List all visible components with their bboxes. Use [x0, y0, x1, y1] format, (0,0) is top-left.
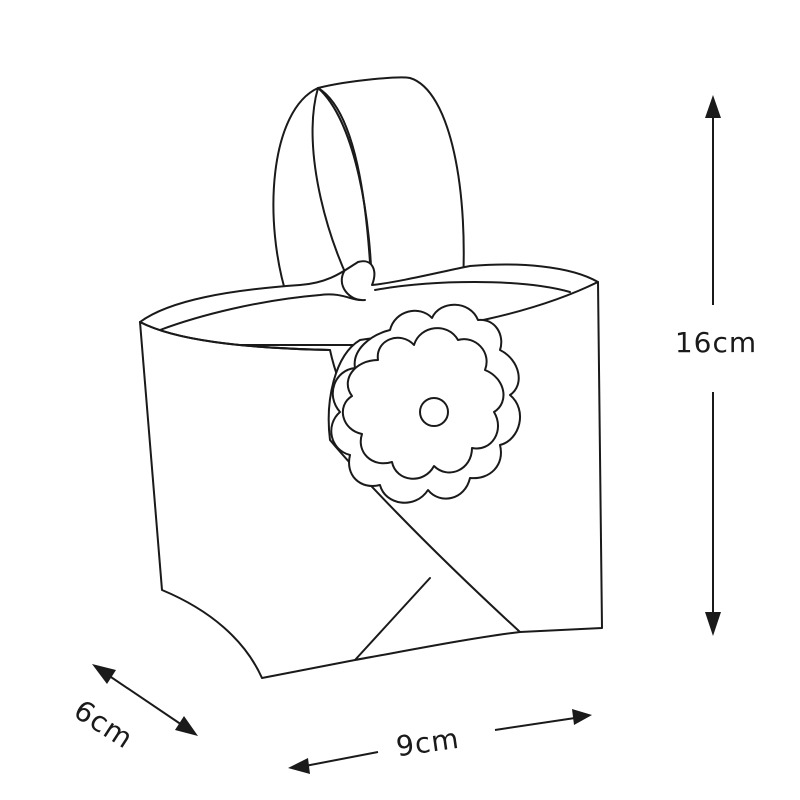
depth-dimension: 6cm [68, 664, 198, 756]
height-dimension: 16cm [675, 95, 757, 636]
width-label: 9cm [394, 722, 461, 764]
height-label: 16cm [675, 326, 757, 359]
width-dimension: 9cm [288, 709, 592, 774]
depth-label: 6cm [68, 693, 139, 755]
flower-icon [330, 303, 521, 504]
flower-center [419, 397, 449, 427]
